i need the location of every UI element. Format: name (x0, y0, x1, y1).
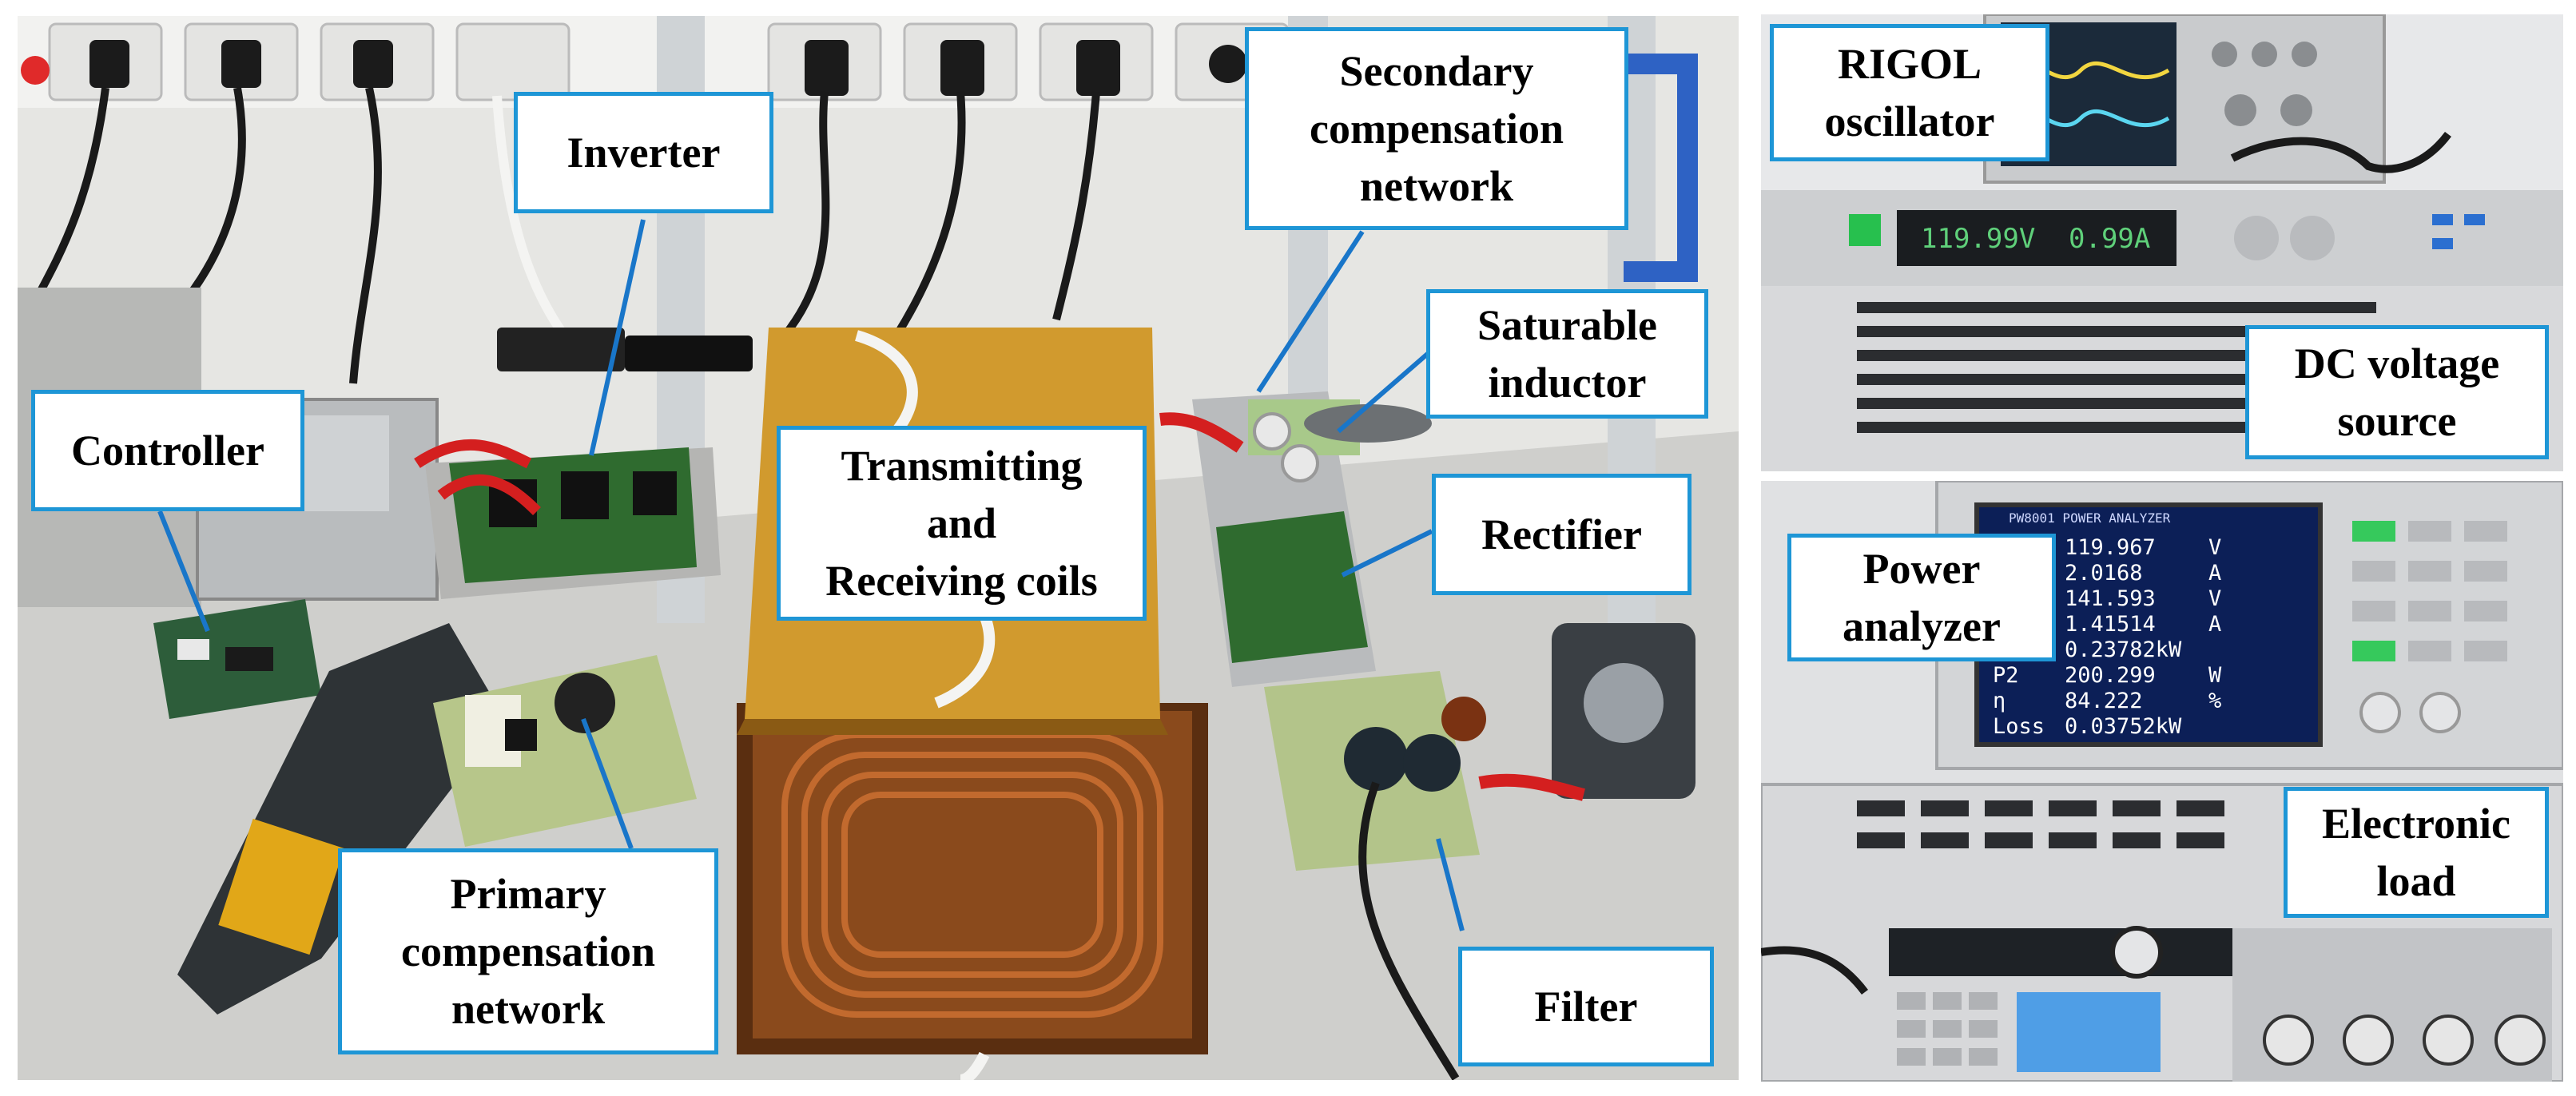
current-sensor (1552, 623, 1695, 799)
analyzer-row-unit: V (2208, 535, 2221, 560)
current-probe (177, 623, 505, 1015)
callout-rigol-oscillator: RIGOL oscillator (1770, 24, 2049, 161)
callout-saturable-inductor: Saturable inductor (1426, 289, 1708, 419)
rectifier-board (1192, 391, 1376, 687)
callout-inverter: Inverter (514, 92, 773, 213)
callout-secondary-compensation: Secondary compensation network (1245, 27, 1628, 230)
analyzer-keypad (2352, 521, 2507, 733)
analyzer-row-value: 200.299 (2065, 663, 2156, 688)
analyzer-row-value: 84.222 (2065, 689, 2143, 713)
analyzer-row-value: 2.0168 (2065, 561, 2143, 586)
callout-transmitting-receiving: Transmitting and Receiving coils (777, 426, 1147, 621)
analyzer-row-unit: A (2208, 561, 2221, 586)
inverter-board (414, 439, 721, 599)
analyzer-row-label: η (1993, 689, 2006, 713)
plugs (89, 40, 1247, 96)
analyzer-row-value: 1.41514 (2065, 612, 2156, 637)
callout-filter: Filter (1458, 947, 1714, 1066)
analyzer-row-value: 0.03752kW (2065, 714, 2182, 739)
dc-voltage-readout: 119.99V (1921, 223, 2035, 255)
filter-board (1264, 671, 1486, 871)
electronic-load-unit (1761, 783, 2563, 1082)
analyzer-row-unit: W (2208, 663, 2222, 688)
callout-primary-compensation: Primary compensation network (338, 848, 718, 1054)
callout-dc-voltage-source: DC voltage source (2245, 325, 2549, 459)
analyzer-row-unit: % (2208, 689, 2221, 713)
callout-rectifier: Rectifier (1432, 474, 1691, 595)
analyzer-row-unit: V (2208, 586, 2221, 611)
callout-controller: Controller (31, 390, 304, 511)
analyzer-row-value: 0.23782kW (2065, 637, 2182, 662)
transmitting-receiving-coils (737, 328, 1208, 1054)
analyzer-row-unit: A (2208, 612, 2221, 637)
dc-current-readout: 0.99A (2069, 223, 2150, 255)
analyzer-row-value: 141.593 (2065, 586, 2156, 611)
callout-electronic-load: Electronic load (2284, 787, 2549, 918)
callout-power-analyzer: Power analyzer (1787, 534, 2056, 661)
analyzer-row-value: 119.967 (2065, 535, 2156, 560)
analyzer-row-label: P2 (1993, 663, 2019, 688)
analyzer-row-label: Loss (1993, 714, 2045, 739)
analyzer-header: PW8001 POWER ANALYZER (2009, 510, 2171, 526)
